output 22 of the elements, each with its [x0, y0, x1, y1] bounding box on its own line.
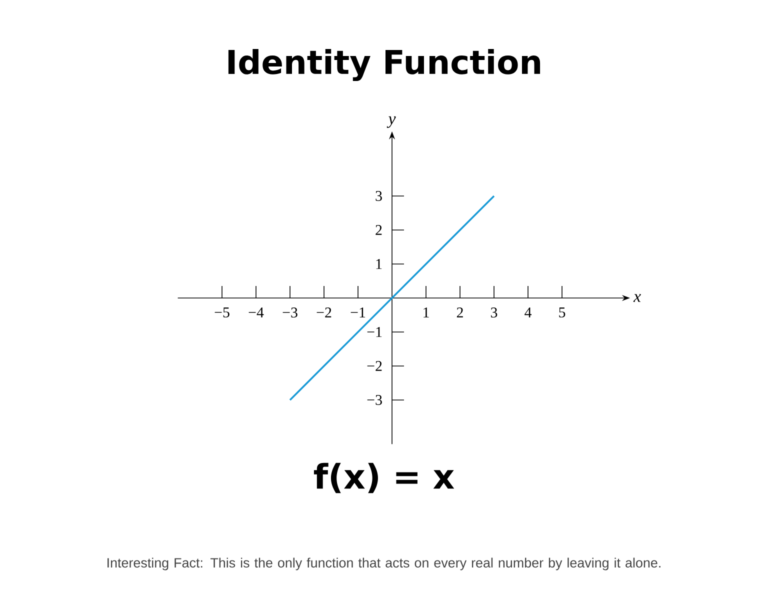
- x-tick-label: −3: [282, 308, 298, 318]
- caption: Interesting Fact: This is the only function that acts on every real number by leaving it alone.: [108, 558, 660, 570]
- x-tick-label: 5: [559, 308, 566, 318]
- x-tick-label: −1: [350, 308, 366, 318]
- line-chart: −5 −4 −3 −2 −1 1 2 3 4 5 −3 −2 −1 1 2 3 x y: [177, 116, 641, 445]
- y-tick-label: −1: [367, 327, 382, 337]
- formula: f(x) = x: [314, 462, 454, 494]
- y-tick-label: −2: [367, 361, 382, 371]
- x-tick-label: −5: [214, 308, 230, 318]
- x-tick-label: −2: [316, 308, 332, 318]
- y-axis-title: y: [386, 116, 396, 128]
- x-tick-label: 2: [456, 308, 463, 318]
- x-tick-label: 4: [524, 308, 532, 318]
- y-tick-label: −3: [367, 394, 382, 405]
- x-tick-label: 1: [424, 308, 429, 318]
- x-axis-title: x: [633, 294, 641, 302]
- title: Identity Function: [228, 48, 540, 82]
- x-tick-label: 3: [490, 308, 498, 318]
- y-tick-label: 2: [376, 225, 382, 235]
- x-tick-label: −4: [248, 308, 264, 318]
- y-tick-label: 3: [376, 190, 382, 201]
- y-tick-label: 1: [376, 259, 382, 269]
